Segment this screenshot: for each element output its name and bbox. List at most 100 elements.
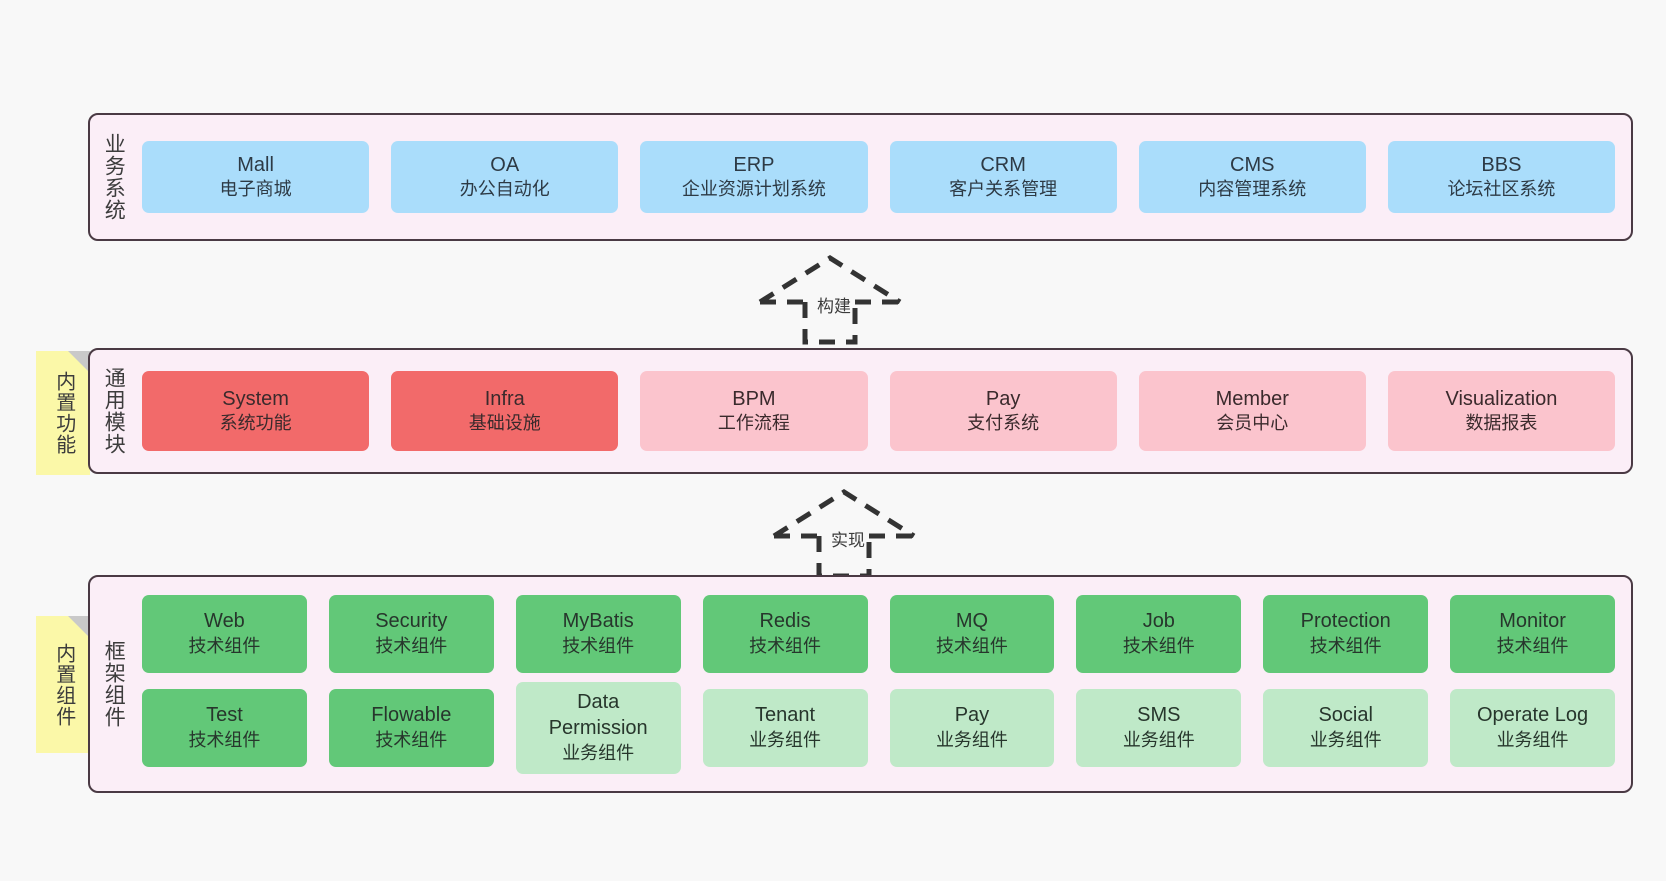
node-mybatis-name: MyBatis [562,610,634,633]
node-system[interactable]: System 系统功能 [142,371,370,451]
arrow-implement: 实现 [769,489,919,579]
node-bbs-desc: 论坛社区系统 [1447,179,1556,200]
note-builtin-components: 内置组件 [36,616,90,753]
node-bbs[interactable]: BBS 论坛社区系统 [1387,141,1616,213]
node-pay-component[interactable]: Pay 业务组件 [889,688,1055,767]
node-flowable[interactable]: Flowable 技术组件 [328,688,494,767]
node-sms[interactable]: SMS 业务组件 [1076,688,1242,767]
node-crm-desc: 客户关系管理 [949,179,1058,200]
node-member-desc: 会员中心 [1216,413,1289,434]
node-pay-module-name: Pay [985,387,1021,410]
node-system-name: System [222,387,289,410]
node-test-name: Test [206,704,243,727]
node-mall-name: Mall [237,153,274,176]
node-test-desc: 技术组件 [188,729,261,750]
node-protection[interactable]: Protection 技术组件 [1263,594,1429,673]
band-framework-title: 框架组件 [102,640,126,728]
node-tenant-desc: 业务组件 [749,729,822,750]
node-operate-log[interactable]: Operate Log 业务组件 [1450,688,1615,767]
node-system-desc: 系统功能 [219,413,292,434]
node-redis[interactable]: Redis 技术组件 [702,594,868,673]
node-pay-module[interactable]: Pay 支付系统 [889,371,1117,451]
note-builtin-features: 内置功能 [36,351,90,475]
node-security-name: Security [375,610,448,633]
node-data-permission-name: Data [577,691,620,714]
node-operate-log-name: Operate Log [1476,704,1589,727]
node-redis-desc: 技术组件 [749,635,822,656]
node-erp-desc: 企业资源计划系统 [681,179,826,200]
node-infra-name: Infra [484,387,525,410]
band-framework-body: Web 技术组件 Security 技术组件 MyBatis 技术组件 Redi… [136,577,1631,791]
node-visualization-desc: 数据报表 [1465,413,1538,434]
node-monitor-desc: 技术组件 [1496,635,1569,656]
node-bpm[interactable]: BPM 工作流程 [640,371,868,451]
node-redis-name: Redis [759,610,811,633]
node-mall[interactable]: Mall 电子商城 [142,141,370,213]
band-framework-components: 框架组件 Web 技术组件 Security 技术组件 MyBatis 技术组件… [88,575,1633,793]
node-flowable-name: Flowable [371,704,452,727]
node-pay-component-desc: 业务组件 [935,729,1008,750]
modules-node-row: System 系统功能 Infra 基础设施 BPM 工作流程 Pay 支付系统… [142,371,1616,451]
node-mybatis[interactable]: MyBatis 技术组件 [515,594,681,673]
node-data-permission-desc: 业务组件 [562,742,635,763]
node-member-name: Member [1215,387,1289,410]
node-cms[interactable]: CMS 内容管理系统 [1138,141,1366,213]
band-common-modules: 通用模块 System 系统功能 Infra 基础设施 BPM 工作流程 Pay… [88,348,1633,474]
node-oa[interactable]: OA 办公自动化 [391,141,619,213]
node-crm-name: CRM [980,153,1026,176]
node-data-permission-name2: Permission [548,716,648,739]
node-job-desc: 技术组件 [1122,635,1195,656]
node-bpm-desc: 工作流程 [717,413,790,434]
node-cms-name: CMS [1230,153,1275,176]
node-sms-desc: 业务组件 [1122,729,1195,750]
node-erp-name: ERP [733,153,775,176]
node-sms-name: SMS [1137,704,1181,727]
node-tenant-name: Tenant [755,704,816,727]
node-member[interactable]: Member 会员中心 [1138,371,1366,451]
node-monitor-name: Monitor [1499,610,1566,633]
node-infra[interactable]: Infra 基础设施 [391,371,619,451]
node-pay-component-name: Pay [954,704,990,727]
node-job-name: Job [1142,610,1175,633]
node-web-name: Web [204,610,245,633]
node-bpm-name: BPM [732,387,776,410]
node-cms-desc: 内容管理系统 [1198,179,1307,200]
node-oa-name: OA [490,153,520,176]
node-visualization[interactable]: Visualization 数据报表 [1387,371,1616,451]
node-visualization-name: Visualization [1445,387,1558,410]
node-protection-name: Protection [1300,610,1391,633]
node-social[interactable]: Social 业务组件 [1263,688,1429,767]
node-mq[interactable]: MQ 技术组件 [889,594,1055,673]
node-pay-module-desc: 支付系统 [967,413,1040,434]
business-node-row: Mall 电子商城 OA 办公自动化 ERP 企业资源计划系统 CRM 客户关系… [142,141,1616,213]
node-infra-desc: 基础设施 [468,413,541,434]
node-crm[interactable]: CRM 客户关系管理 [889,141,1117,213]
node-flowable-desc: 技术组件 [375,729,448,750]
node-security-desc: 技术组件 [375,635,448,656]
node-mq-name: MQ [955,610,989,633]
arrow-build: 构建 [755,255,905,345]
node-data-permission[interactable]: Data Permission 业务组件 [515,681,681,774]
node-tenant[interactable]: Tenant 业务组件 [702,688,868,767]
node-bbs-name: BBS [1481,153,1522,176]
band-modules-body: System 系统功能 Infra 基础设施 BPM 工作流程 Pay 支付系统… [136,350,1631,472]
band-modules-title: 通用模块 [102,367,126,455]
band-business-title: 业务系统 [102,133,126,221]
node-mq-desc: 技术组件 [935,635,1008,656]
arrow-build-label: 构建 [817,297,851,316]
node-monitor[interactable]: Monitor 技术组件 [1450,594,1615,673]
node-protection-desc: 技术组件 [1309,635,1382,656]
node-web[interactable]: Web 技术组件 [142,594,307,673]
node-oa-desc: 办公自动化 [459,179,550,200]
node-mall-desc: 电子商城 [219,179,292,200]
node-operate-log-desc: 业务组件 [1496,729,1569,750]
node-erp[interactable]: ERP 企业资源计划系统 [640,141,868,213]
node-social-name: Social [1318,704,1373,727]
node-security[interactable]: Security 技术组件 [328,594,494,673]
band-business-systems: 业务系统 Mall 电子商城 OA 办公自动化 ERP 企业资源计划系统 CRM… [88,113,1633,241]
framework-row-business: Test 技术组件 Flowable 技术组件 Data Permission … [142,681,1615,774]
node-web-desc: 技术组件 [188,635,261,656]
node-test[interactable]: Test 技术组件 [142,688,307,767]
node-job[interactable]: Job 技术组件 [1076,594,1242,673]
